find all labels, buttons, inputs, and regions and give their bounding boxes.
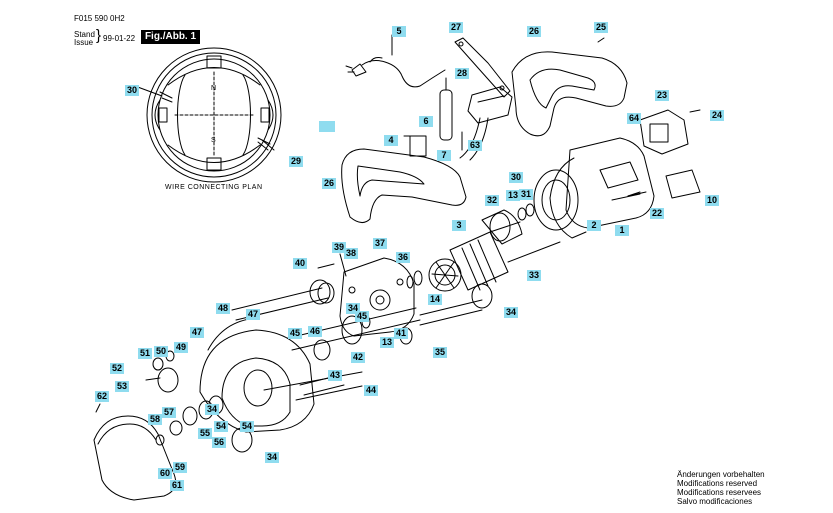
part-label: 34 [346,303,361,314]
document-number: F015 590 0H2 [74,14,125,23]
issue-date: 99-01-22 [103,34,136,43]
part-label: 26 [527,26,542,37]
part-label: 62 [95,391,110,402]
part-label: 43 [328,370,343,381]
part-label: 60 [158,468,173,479]
pole-s-label: S [211,137,216,144]
modifications-line: Modifications reservees [677,488,762,497]
stand-label: Stand [74,30,95,39]
part-label: 57 [162,407,177,418]
part-label: 13 [506,190,521,201]
part-label: 1 [615,225,629,236]
wiring-plan-drawing [134,47,282,183]
modifications-line: Änderungen vorbehalten [677,470,765,479]
part-label: 5 [392,26,406,37]
part-label: 61 [170,480,185,491]
part-label: 45 [288,328,303,339]
part-label: 59 [173,462,188,473]
part-label: 33 [527,270,542,281]
part-label: 31 [519,189,534,200]
part-label: 24 [710,110,725,121]
part-label: 48 [216,303,231,314]
part-label: 37 [373,238,388,249]
part-label: 53 [115,381,130,392]
part-label: 34 [205,404,220,415]
part-label: 38 [344,248,359,259]
part-label: 39 [332,242,347,253]
part-label: 58 [148,414,163,425]
part-label: 44 [364,385,379,396]
part-label: 26 [322,178,337,189]
wiring-plan-caption: WIRE CONNECTING PLAN [165,184,263,191]
part-label: 14 [428,294,443,305]
part-label: 10 [705,195,720,206]
part-label: 46 [308,326,323,337]
part-label: 22 [650,208,665,219]
part-label: 56 [212,437,227,448]
part-label: 51 [138,348,153,359]
brace: } [96,27,102,44]
part-label: 34 [504,307,519,318]
blank-label-chip [319,121,335,132]
part-label: 4 [384,135,398,146]
part-label: 40 [293,258,308,269]
part-label: 49 [174,342,189,353]
pole-n-label: N [211,85,217,92]
part-label: 50 [154,346,169,357]
part-label: 28 [455,68,470,79]
part-label: 23 [655,90,670,101]
part-label: 54 [240,421,255,432]
part-label: 42 [351,352,366,363]
part-label: 63 [468,140,483,151]
part-label: 27 [449,22,464,33]
modifications-line: Modifications reserved [677,479,758,488]
figure-tag: Fig./Abb. 1 [141,30,200,44]
part-label: 7 [437,150,451,161]
part-label: 45 [355,311,370,322]
modifications-line: Salvo modificaciones [677,497,753,506]
part-label: 52 [110,363,125,374]
part-label: 64 [627,113,642,124]
part-label: 13 [380,337,395,348]
issue-label: Issue [74,38,94,47]
part-label: 47 [246,309,261,320]
part-label: 36 [396,252,411,263]
part-label: 35 [433,347,448,358]
part-label: 32 [485,195,500,206]
part-label: 29 [289,156,304,167]
part-label: 34 [265,452,280,463]
modifications-note: Änderungen vorbehalten Modifications res… [677,470,765,506]
part-label: 6 [419,116,433,127]
part-label: 41 [394,328,409,339]
part-label: 25 [594,22,609,33]
part-label: 3 [452,220,466,231]
part-label: 55 [198,428,213,439]
part-label: 2 [587,220,601,231]
part-label: 54 [214,421,229,432]
part-label: 30 [509,172,524,183]
part-label: 30 [125,85,140,96]
part-label: 47 [190,327,205,338]
